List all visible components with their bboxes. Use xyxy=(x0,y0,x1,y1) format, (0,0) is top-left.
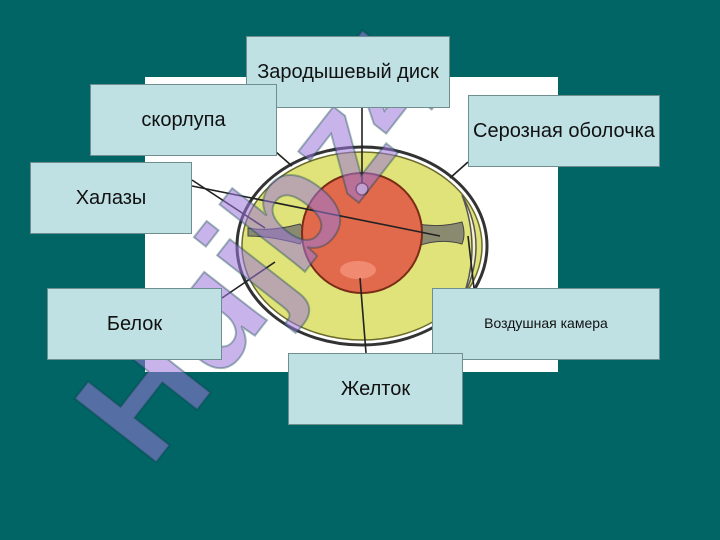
label-vozdushnaya-text: Воздушная камера xyxy=(484,315,608,332)
label-seroznaya-text: Серозная оболочка xyxy=(473,119,655,142)
chalaza-right xyxy=(417,221,465,247)
pointer-khalazy-2 xyxy=(191,185,441,237)
pointer-skorlupa xyxy=(275,151,293,167)
label-seroznaya-obolochka: Серозная оболочка xyxy=(468,95,660,167)
pointer-zheltok xyxy=(359,277,367,354)
label-belok: Белок xyxy=(47,288,222,360)
pointer-seroznaya xyxy=(449,161,469,179)
label-vozdushnaya-kamera: Воздушная камера xyxy=(432,288,660,360)
label-zheltok-text: Желток xyxy=(340,377,411,400)
label-belok-text: Белок xyxy=(106,312,163,335)
pointer-vozdushnaya xyxy=(467,235,475,289)
yolk-light-spot xyxy=(340,261,376,279)
label-skorlupa: скорлупа xyxy=(90,84,277,156)
label-zarodyshevyi-disk-text: Зародышевый диск xyxy=(257,60,439,83)
label-khalazy-text: Халазы xyxy=(75,186,147,209)
germinal-disc xyxy=(355,182,369,196)
pointer-belok xyxy=(221,261,276,299)
label-zarodyshevyi-disk: Зародышевый диск xyxy=(246,36,450,108)
label-zheltok: Желток xyxy=(288,353,463,425)
label-khalazy: Халазы xyxy=(30,162,192,234)
label-skorlupa-text: скорлупа xyxy=(141,108,226,131)
